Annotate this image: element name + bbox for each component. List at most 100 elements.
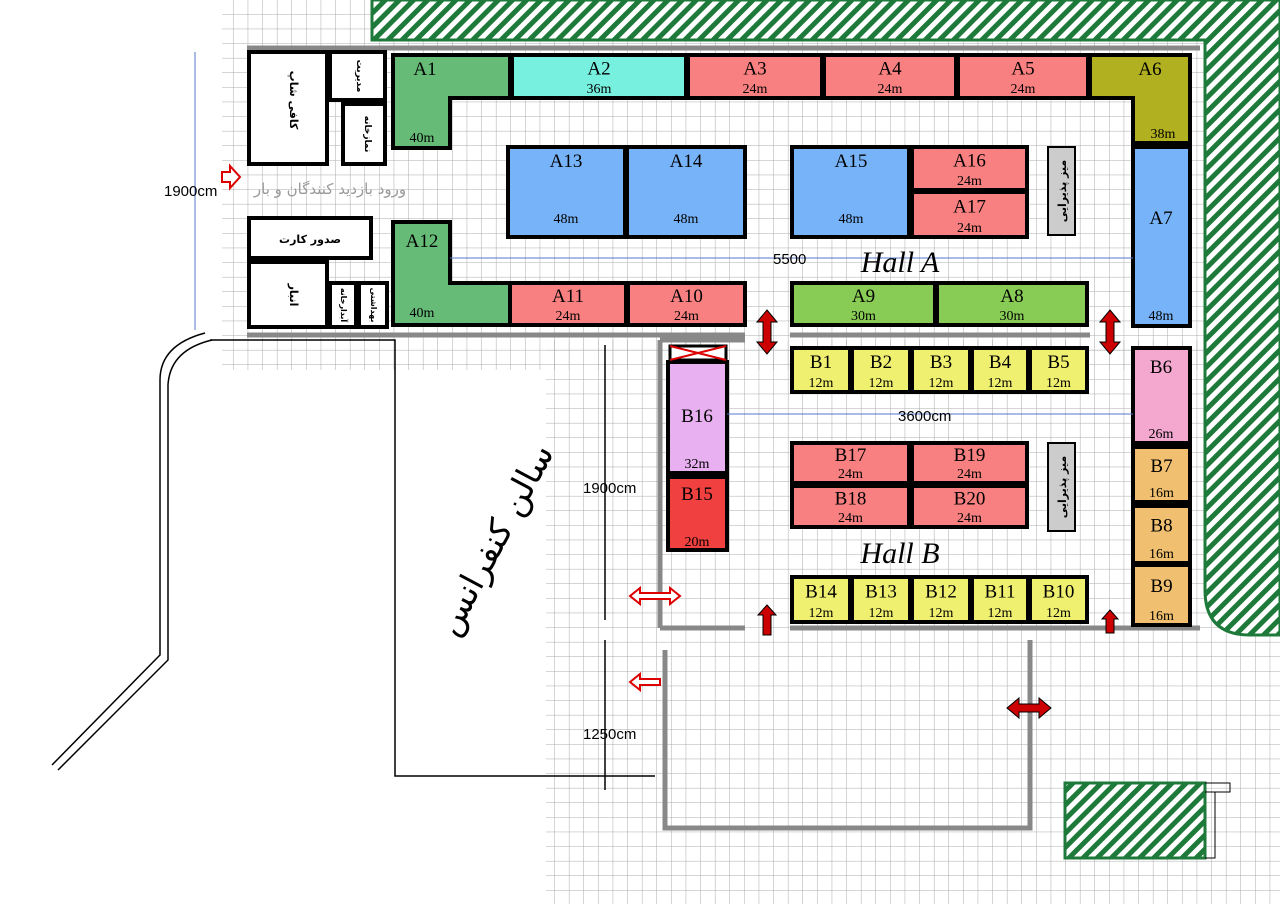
booth-area: 16m <box>1149 486 1174 501</box>
booth-shape <box>910 346 972 394</box>
booth-shape <box>910 484 1029 529</box>
up-arrow-icon <box>1100 609 1120 634</box>
booth-area: 30m <box>1000 309 1025 324</box>
green-area-bottom-right <box>1063 781 1207 860</box>
hall-a-length-label: 5500 <box>773 251 806 268</box>
reception-desk-a <box>1047 146 1076 236</box>
booth-id: B10 <box>1043 581 1075 602</box>
booth-area: 12m <box>809 376 834 391</box>
booth-area: 12m <box>929 606 954 621</box>
booth-id: B13 <box>865 581 897 602</box>
booth-area: 16m <box>1149 547 1174 562</box>
booth-area: 24m <box>957 174 982 189</box>
booth-id: B14 <box>805 581 837 602</box>
booth-area: 12m <box>988 376 1013 391</box>
booth-area: 38m <box>1151 127 1176 142</box>
conference-hall-label: سالن کنفرانس <box>428 437 562 642</box>
booth-id: B12 <box>925 581 957 602</box>
booth-id: A9 <box>852 286 875 307</box>
booth-area: 24m <box>957 221 982 236</box>
booth-shape <box>790 575 852 624</box>
booth-a15[interactable]: A15 48m <box>790 145 911 239</box>
booth-shape <box>1131 145 1192 328</box>
booth-b8[interactable]: B8 16m <box>1131 504 1192 565</box>
booth-id: A11 <box>552 286 584 307</box>
booth-shape <box>1131 445 1192 504</box>
entrance-label: ورود بازدید کنندگان و بار <box>253 180 406 198</box>
booth-area: 48m <box>1149 309 1174 324</box>
booth-shape <box>626 281 747 327</box>
booth-area: 24m <box>957 467 982 482</box>
booth-id: B1 <box>810 352 832 373</box>
booth-shape <box>910 190 1029 239</box>
reception-desk-b <box>1047 442 1076 532</box>
booth-id: A4 <box>878 58 902 79</box>
booth-area: 40m <box>410 306 435 321</box>
entrance-arrow-icon <box>221 163 242 191</box>
arrow-icon <box>628 671 661 693</box>
booth-id: B9 <box>1150 576 1172 597</box>
booth-shape <box>1088 53 1192 145</box>
green-area-top-right <box>370 0 1280 637</box>
restroom-label: بهداشتی <box>369 288 378 323</box>
booth-area: 24m <box>957 511 982 526</box>
door-arrows <box>628 309 1122 720</box>
booth-id: A15 <box>835 151 868 172</box>
booth-id: A8 <box>1000 286 1023 307</box>
booth-shape <box>790 281 937 327</box>
booth-shape <box>850 346 912 394</box>
booth-area: 12m <box>869 376 894 391</box>
conference-outline <box>210 339 655 790</box>
prayer-room-label: نمازخانه <box>362 116 372 153</box>
booth-shape <box>790 441 911 485</box>
booth-shape <box>910 441 1029 485</box>
booth-shape <box>850 575 912 624</box>
booth-id: B8 <box>1150 516 1172 537</box>
entrance-width-label: 1900cm <box>164 183 217 200</box>
storage-label: انبار <box>287 283 300 307</box>
booth-area: 40m <box>410 131 435 146</box>
booth-area: 48m <box>839 212 864 227</box>
booth-area: 36m <box>587 82 612 97</box>
booth-area: 26m <box>1149 427 1174 442</box>
booth-shape <box>1131 346 1192 445</box>
booth-area: 32m <box>685 457 710 472</box>
reception-desk-b-label: میز پذیرایی <box>1056 456 1069 518</box>
booth-id: B18 <box>835 488 867 509</box>
up-arrow-icon <box>756 604 778 636</box>
booth-id: A12 <box>406 231 439 252</box>
